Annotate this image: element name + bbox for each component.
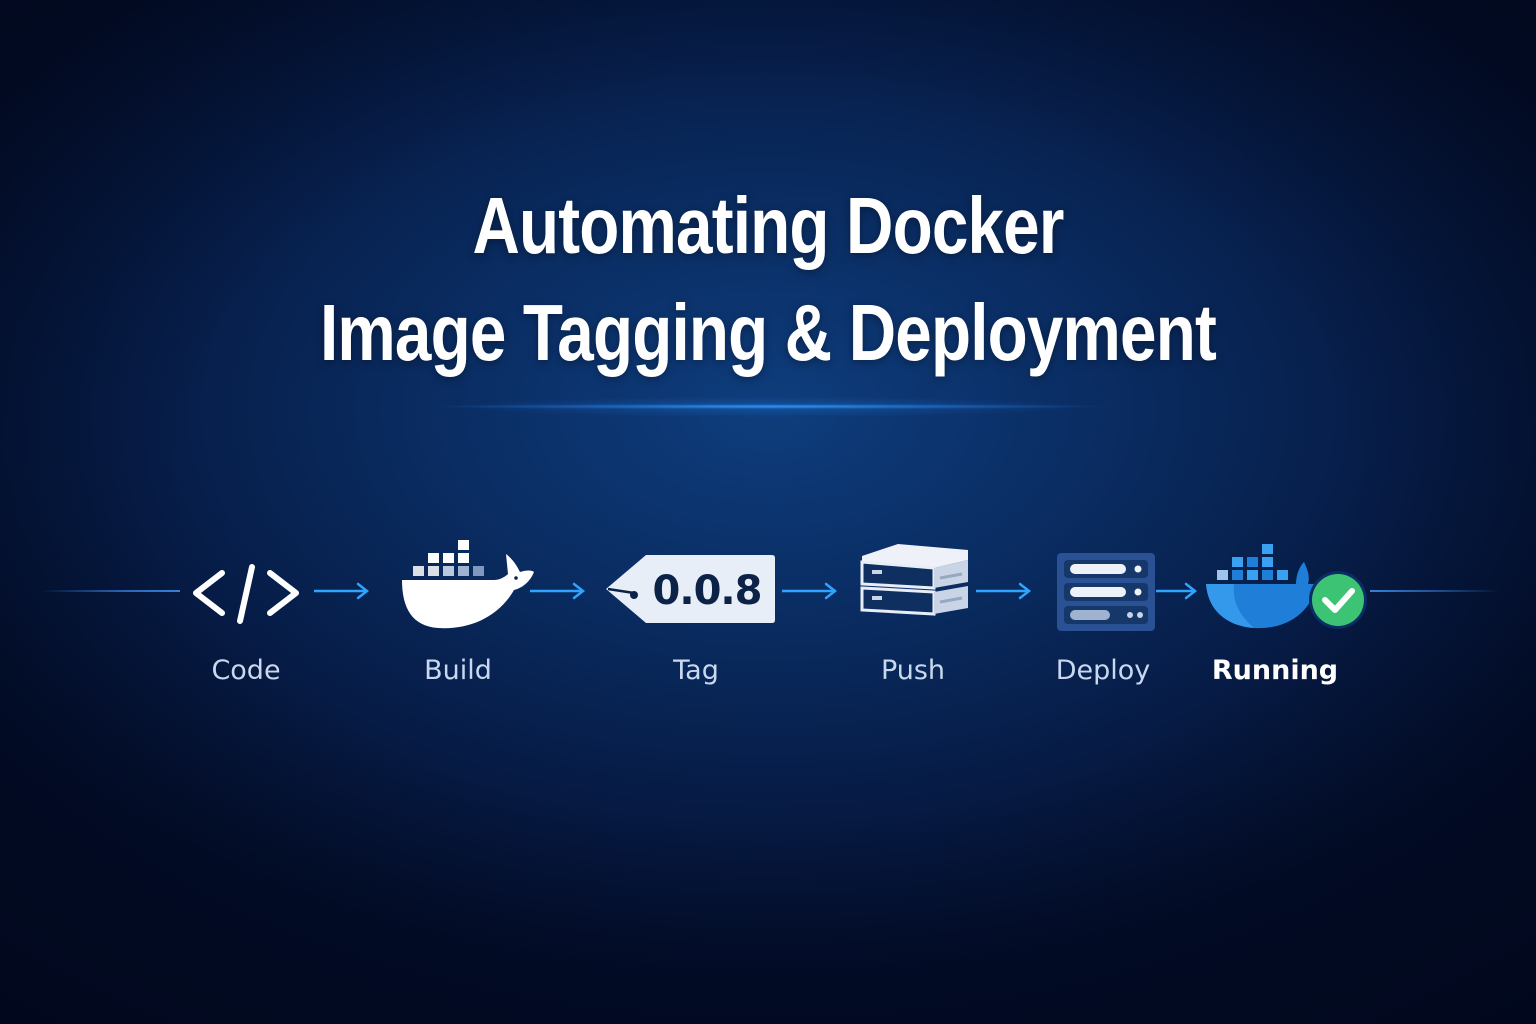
flow-line-left (40, 590, 180, 592)
version-tag-icon (606, 555, 775, 623)
step-label-deploy: Deploy (1055, 655, 1151, 686)
step-label-code: Code (211, 655, 281, 686)
flow-line-right (1370, 590, 1500, 592)
registry-stack-icon (860, 544, 968, 616)
step-label-push: Push (880, 655, 946, 686)
tag-version-text: 0.0.8 (652, 568, 763, 614)
docker-whale-icon (402, 540, 534, 629)
arrow-right-icon (782, 582, 838, 600)
step-label-build: Build (424, 655, 492, 686)
arrow-right-icon (530, 582, 586, 600)
title-line-2: Image Tagging & Deployment (320, 288, 1217, 377)
code-brackets-icon (193, 564, 299, 624)
step-label-running: Running (1211, 655, 1339, 686)
arrow-right-icon (976, 582, 1032, 600)
step-label-tag: Tag (673, 655, 719, 686)
server-rack-icon (1057, 553, 1155, 631)
title-divider (420, 404, 1120, 409)
arrow-right-icon (1156, 582, 1198, 600)
arrow-right-icon (314, 582, 370, 600)
title-line-1: Automating Docker (472, 181, 1064, 270)
docker-whale-check-icon (1206, 544, 1367, 629)
